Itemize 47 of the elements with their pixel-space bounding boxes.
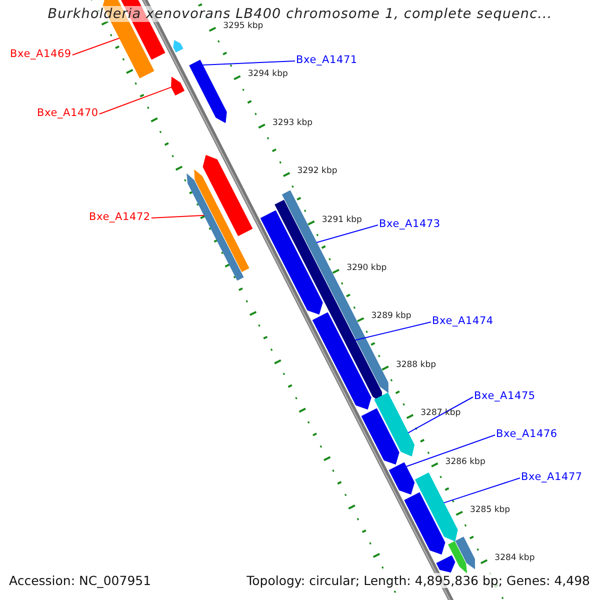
gene-block xyxy=(455,536,476,570)
scale-label: 3292 kbp xyxy=(297,166,338,176)
scale-label: 3286 kbp xyxy=(445,456,486,467)
leader-line xyxy=(406,434,496,467)
leader-line xyxy=(72,38,120,56)
gene-block xyxy=(414,472,458,542)
gene-block xyxy=(202,154,253,236)
gene-block xyxy=(361,408,400,465)
scale-label: 3293 kbp xyxy=(272,118,313,128)
scale-label: 3284 kbp xyxy=(494,553,535,564)
leader-line xyxy=(202,60,296,66)
gene-label: Bxe_A1473 xyxy=(379,218,440,230)
gene-block xyxy=(404,492,446,555)
gene-block xyxy=(260,210,323,315)
leader-line xyxy=(98,86,172,114)
scale-label: 3294 kbp xyxy=(248,69,288,80)
gene-label: Bxe_A1475 xyxy=(474,390,536,402)
scale-label: 3288 kbp xyxy=(396,360,436,370)
gene-block xyxy=(388,462,415,495)
gene-block xyxy=(186,174,244,281)
gene-label: Bxe_A1469 xyxy=(10,48,72,60)
gene-block xyxy=(312,312,372,410)
gene-block xyxy=(448,541,468,574)
scale-label: 3290 kbp xyxy=(346,262,387,273)
gene-label: Bxe_A1472 xyxy=(89,211,150,223)
leader-line xyxy=(443,478,520,504)
gene-block xyxy=(173,40,184,52)
gene-label: Bxe_A1476 xyxy=(496,428,558,440)
leader-line xyxy=(408,396,474,434)
leader-line xyxy=(150,214,205,218)
gene-block xyxy=(189,60,227,124)
accession-text: Accession: NC_007951 xyxy=(9,573,152,588)
scale-label: 3295 kbp xyxy=(223,20,264,31)
scale-label: 3291 kbp xyxy=(322,214,362,225)
gene-label: Bxe_A1477 xyxy=(521,471,582,483)
genome-stats-text: Topology: circular; Length: 4,895,836 bp; Genes: 4,498 xyxy=(246,573,590,588)
scale-label: 3289 kbp xyxy=(371,311,412,322)
gene-block xyxy=(194,170,250,272)
gene-label: Bxe_A1471 xyxy=(296,54,358,66)
scale-label: 3287 kbp xyxy=(420,408,461,418)
leader-line xyxy=(354,322,432,341)
gene-block xyxy=(374,392,415,456)
gene-label: Bxe_A1474 xyxy=(432,315,494,327)
scale-label: 3285 kbp xyxy=(470,504,510,515)
gene-label: Bxe_A1470 xyxy=(37,107,98,119)
leader-line xyxy=(316,224,378,243)
gene-block xyxy=(171,76,185,96)
